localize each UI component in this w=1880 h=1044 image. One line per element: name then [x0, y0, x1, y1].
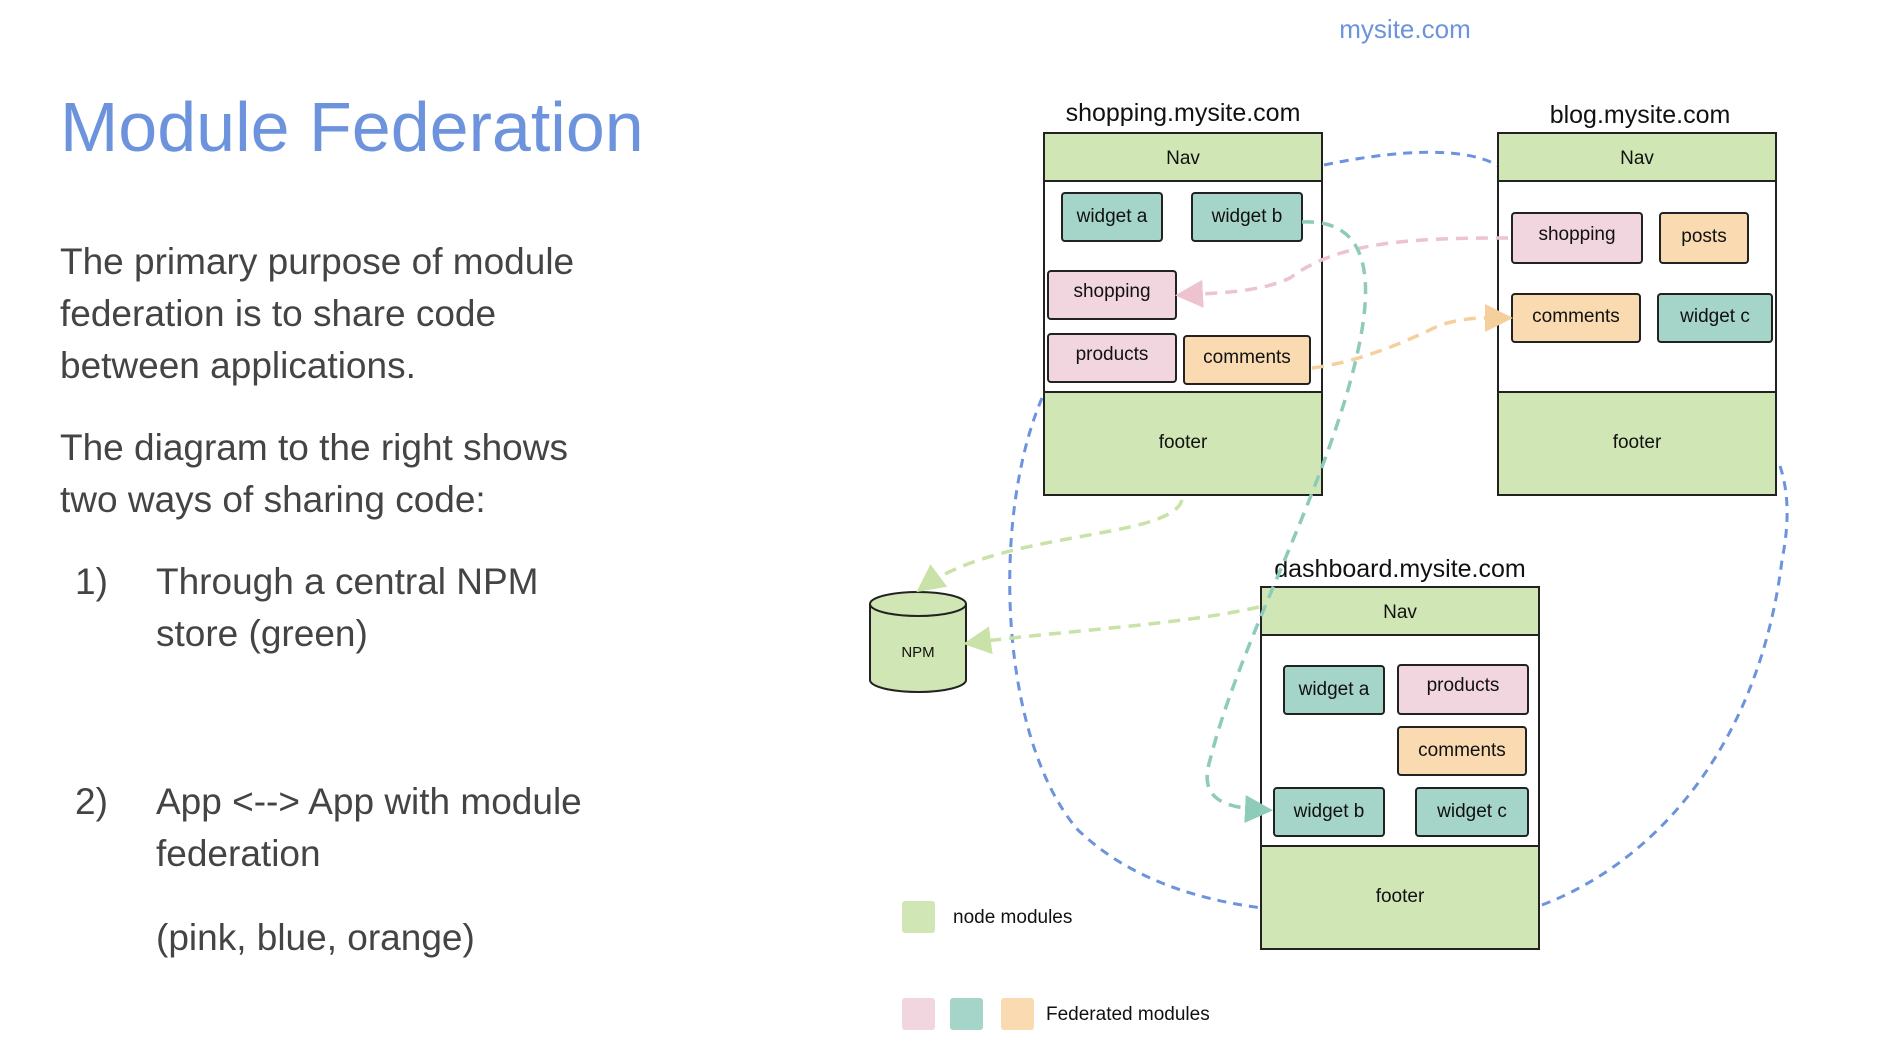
legend-federated-label: Federated modules [1046, 1004, 1210, 1025]
npm-link-shopping [916, 499, 1184, 593]
domain-boundary [1008, 150, 1789, 910]
dashboard-comments-module [1397, 726, 1527, 776]
dashboard-products-module [1397, 664, 1529, 715]
shopping-app: shopping.mysite.com Nav widget a widget … [1043, 99, 1323, 496]
diagram-description: The diagram to the right shows two ways … [60, 427, 568, 520]
shopping-products-label: products [1076, 344, 1149, 365]
dashboard-widget-b-label: widget b [1293, 801, 1365, 822]
shopping-widget-a [1061, 192, 1163, 242]
blog-shopping-module [1511, 212, 1643, 264]
shopping-widget-b [1191, 192, 1303, 242]
list-number-2: 2) [75, 781, 108, 822]
dashboard-nav-label: Nav [1383, 602, 1417, 623]
npm-label: NPM [901, 644, 934, 661]
shopping-widget-a-label: widget a [1076, 206, 1148, 227]
shopping-comments-label: comments [1203, 347, 1291, 368]
federation-link-shopping [1175, 236, 1509, 308]
blog-nav [1497, 132, 1777, 182]
dashboard-widget-b [1273, 787, 1385, 837]
blog-footer [1497, 391, 1777, 496]
legend-swatch-green [902, 901, 935, 933]
dashboard-widget-c [1415, 787, 1529, 837]
npm-link-dashboard [963, 605, 1260, 655]
shopping-comments-module [1183, 335, 1311, 385]
federation-link-widget-b [1205, 220, 1368, 823]
blog-footer-label: footer [1613, 432, 1662, 453]
blog-app: blog.mysite.com Nav shopping posts comme… [1497, 101, 1777, 496]
list-number-1: 1) [75, 561, 108, 602]
legend-swatch-pink [902, 998, 935, 1030]
page-title: Module Federation [60, 88, 644, 166]
intro-paragraph: The primary purpose of module federation… [60, 241, 575, 386]
shopping-footer [1043, 391, 1323, 496]
blog-app-title: blog.mysite.com [1550, 101, 1731, 129]
blog-shopping-label: shopping [1538, 224, 1615, 245]
shopping-products-module [1047, 333, 1177, 383]
shopping-widget-b-label: widget b [1211, 206, 1283, 227]
legend-node-modules-label: node modules [953, 907, 1072, 928]
list-item-federation: App <--> App with module federation [156, 781, 582, 874]
domain-label: mysite.com [1339, 14, 1470, 44]
dashboard-widget-c-label: widget c [1436, 801, 1507, 822]
blog-posts-module [1659, 212, 1749, 264]
list-item-npm: Through a central NPM store (green) [156, 561, 539, 654]
color-note: (pink, blue, orange) [156, 917, 475, 958]
blog-widget-c-label: widget c [1679, 306, 1750, 327]
dashboard-widget-a [1283, 665, 1385, 715]
shopping-nav-label: Nav [1166, 148, 1200, 169]
dashboard-app: dashboard.mysite.com Nav widget a produc… [1260, 555, 1540, 950]
legend-swatch-teal [950, 998, 983, 1030]
federation-link-comments [1311, 303, 1513, 370]
blog-widget-c [1657, 293, 1773, 343]
dashboard-nav [1260, 586, 1540, 636]
blog-posts-label: posts [1681, 226, 1726, 247]
shopping-footer-label: footer [1159, 432, 1208, 453]
dashboard-footer-label: footer [1376, 886, 1425, 907]
dashboard-widget-a-label: widget a [1298, 679, 1370, 700]
dashboard-products-label: products [1427, 675, 1500, 696]
blog-nav-label: Nav [1620, 148, 1654, 169]
dashboard-app-title: dashboard.mysite.com [1274, 555, 1526, 583]
dashboard-footer [1260, 845, 1540, 950]
blog-comments-label: comments [1532, 306, 1620, 327]
legend: node modules Federated modules [902, 901, 1210, 1030]
npm-store: NPM [869, 591, 967, 693]
dashboard-comments-label: comments [1418, 740, 1506, 761]
shopping-app-title: shopping.mysite.com [1066, 99, 1301, 127]
shopping-shopping-label: shopping [1073, 281, 1150, 302]
legend-swatch-orange [1001, 998, 1034, 1030]
shopping-nav [1043, 132, 1323, 182]
